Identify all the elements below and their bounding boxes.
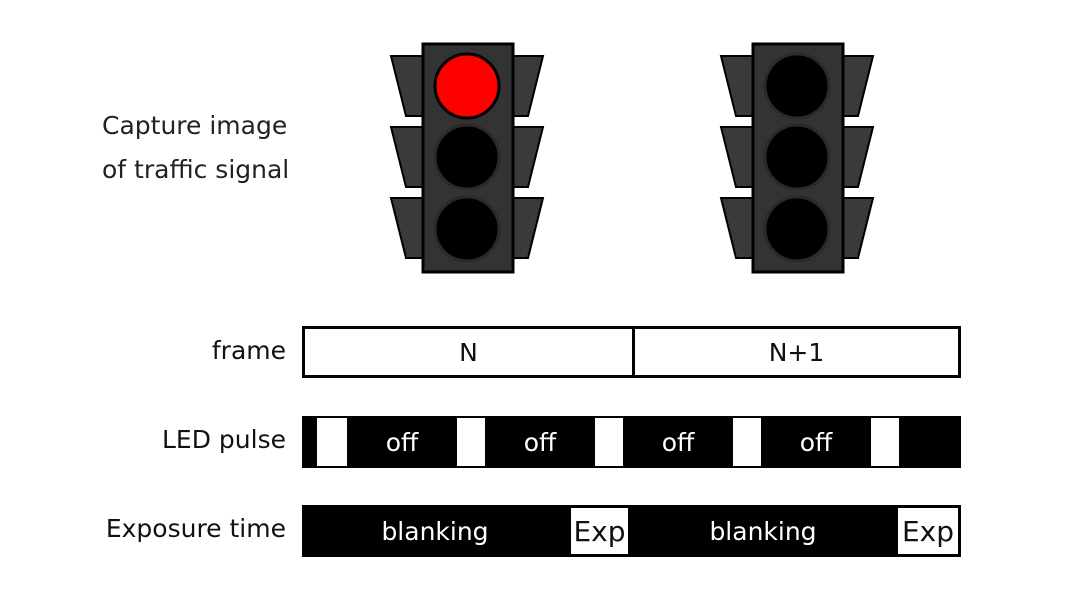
exposure-timeline: blanking Exp blanking Exp [302, 505, 961, 557]
led-pulse-on [593, 416, 625, 468]
lamp-middle [763, 123, 831, 191]
led-pulse-off: off [385, 427, 419, 457]
frame-timeline: N N+1 [302, 326, 961, 378]
exposure-segment: Exp [568, 505, 631, 557]
frame-n-plus-1: N+1 [635, 329, 958, 375]
led-pulse-on [315, 416, 349, 468]
exposure-segment: Exp [895, 505, 961, 557]
caption: Capture image of traffic signal [102, 104, 289, 192]
visor-left-1 [719, 55, 756, 117]
lamp-top [763, 52, 831, 120]
visor-left-2 [389, 126, 426, 188]
row-label-frame: frame [211, 336, 286, 365]
caption-line-1: Capture image [102, 111, 288, 140]
row-label-led-pulse: LED pulse [162, 425, 286, 454]
caption-line-2: of traffic signal [102, 155, 290, 184]
lamp-middle [433, 123, 501, 191]
lamp-bottom [433, 195, 501, 263]
blanking-segment: blanking [381, 516, 489, 546]
lamp-bottom [763, 195, 831, 263]
visor-left-1 [389, 55, 426, 117]
blanking-segment: blanking [709, 516, 817, 546]
led-pulse-off: off [799, 427, 833, 457]
visor-left-3 [719, 197, 756, 259]
led-pulse-on [869, 416, 901, 468]
visor-left-3 [389, 197, 426, 259]
led-pulse-timeline: off off off off [302, 416, 961, 468]
lamp-top-red [433, 52, 501, 120]
row-label-exposure-time: Exposure time [105, 514, 286, 543]
led-pulse-on [731, 416, 763, 468]
frame-n: N [305, 329, 632, 375]
traffic-light-n [389, 42, 545, 274]
led-pulse-off: off [661, 427, 695, 457]
traffic-light-n-plus-1 [719, 42, 875, 274]
visor-left-2 [719, 126, 756, 188]
traffic-lights [389, 42, 875, 274]
led-pulse-off: off [523, 427, 557, 457]
led-pulse-on [455, 416, 487, 468]
